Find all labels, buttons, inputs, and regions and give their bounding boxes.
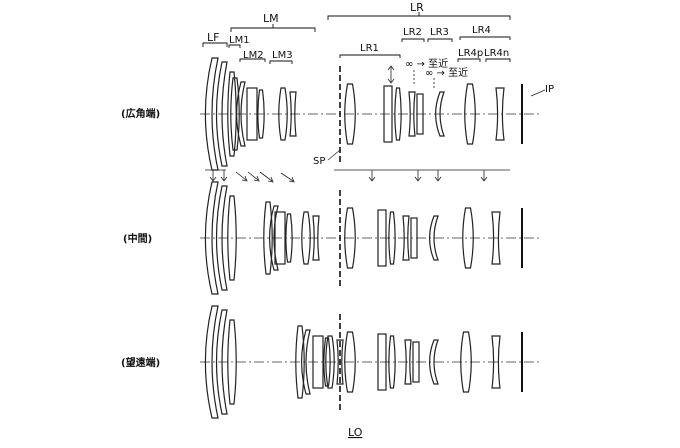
lm2-lens [257,89,265,139]
lr2-lens [402,215,410,261]
lr2-lens [404,339,412,385]
ip-leader [530,89,546,97]
lm1-brace [228,44,241,48]
label-lr: LR [410,1,424,14]
label-sp: SP [313,156,325,167]
row-label-wide: (広角端) [121,107,160,120]
lr3-brace [427,38,453,42]
lr1-lens [344,207,356,269]
double-arrow-icon [387,65,395,84]
row-label-tele: (望遠端) [121,356,160,369]
label-lr3: LR3 [430,27,449,38]
lm3-lens [312,215,320,261]
lr1-brace [339,54,401,58]
lf-lens [215,309,228,415]
lr1-lens [344,83,356,145]
lr-brace [327,12,511,20]
lm3-brace [269,60,293,64]
lm2-lens [323,337,331,387]
lm-brace [230,24,316,32]
lr4p-lens [464,83,476,145]
lr1-lens [388,211,396,265]
label-lr2: LR2 [403,27,422,38]
lf-lens [227,195,237,281]
lm2-lens [285,213,293,263]
label-ip: IP [545,84,554,95]
lr4n-lens [495,87,505,141]
label-lr4n: LR4n [484,48,509,59]
focus-label-lr2: ∞ → 至近 [405,57,448,70]
lf-lens [215,185,228,291]
lr4n-lens [491,335,501,389]
lf-lens [204,305,219,419]
lf-lens [227,71,237,157]
lr2-lens [412,341,420,383]
label-lm1: LM1 [229,35,250,46]
lf-lens [227,319,237,405]
lr2-lens [410,217,418,259]
lm3-lens [325,335,335,389]
lm3-lens [278,87,288,141]
lr3-lens [435,91,445,137]
lr3-lens [429,339,439,385]
lr4p-lens [460,331,472,393]
lr4p-brace [457,58,481,62]
lf-lens [215,61,228,167]
lm2-lens [274,211,286,265]
focus-label-lr3: ∞ → 至近 [425,66,468,79]
lr4-brace [459,36,511,40]
lr1-lens [383,85,393,143]
label-lm2: LM2 [243,50,264,61]
lr1-lens [388,335,396,389]
lm3-lens [336,339,344,385]
lr3-lens [429,215,439,261]
sp-leader [327,149,341,161]
lm2-brace [239,58,266,62]
lf-lens [204,181,219,295]
lm2-lens [246,87,258,141]
label-lm3: LM3 [272,50,293,61]
label-lr4: LR4 [472,25,491,36]
label-lm: LM [263,12,279,25]
lr4n-lens [491,211,501,265]
lm2-lens [312,335,324,389]
lr4n-brace [485,58,511,62]
lf-lens [204,57,219,171]
lr2-lens [408,91,416,137]
lr1-lens [344,331,356,393]
row-label-middle: (中間) [123,232,152,245]
label-lf: LF [207,31,219,44]
lr4p-lens [462,207,474,269]
lr1-lens [377,209,387,267]
label-lr4p: LR4p [458,48,483,59]
lm3-lens [289,91,297,137]
lm1-lens [236,81,246,147]
lf-brace [202,42,228,47]
movement-arrows [205,169,510,183]
figure-label: LO [348,426,363,439]
lr1-lens [377,333,387,391]
lr1-lens [394,87,402,141]
lr2-brace [401,38,425,42]
lm1-lens [301,329,311,395]
label-lr1: LR1 [360,43,379,54]
lm3-lens [301,211,311,265]
lr2-lens [416,93,424,135]
